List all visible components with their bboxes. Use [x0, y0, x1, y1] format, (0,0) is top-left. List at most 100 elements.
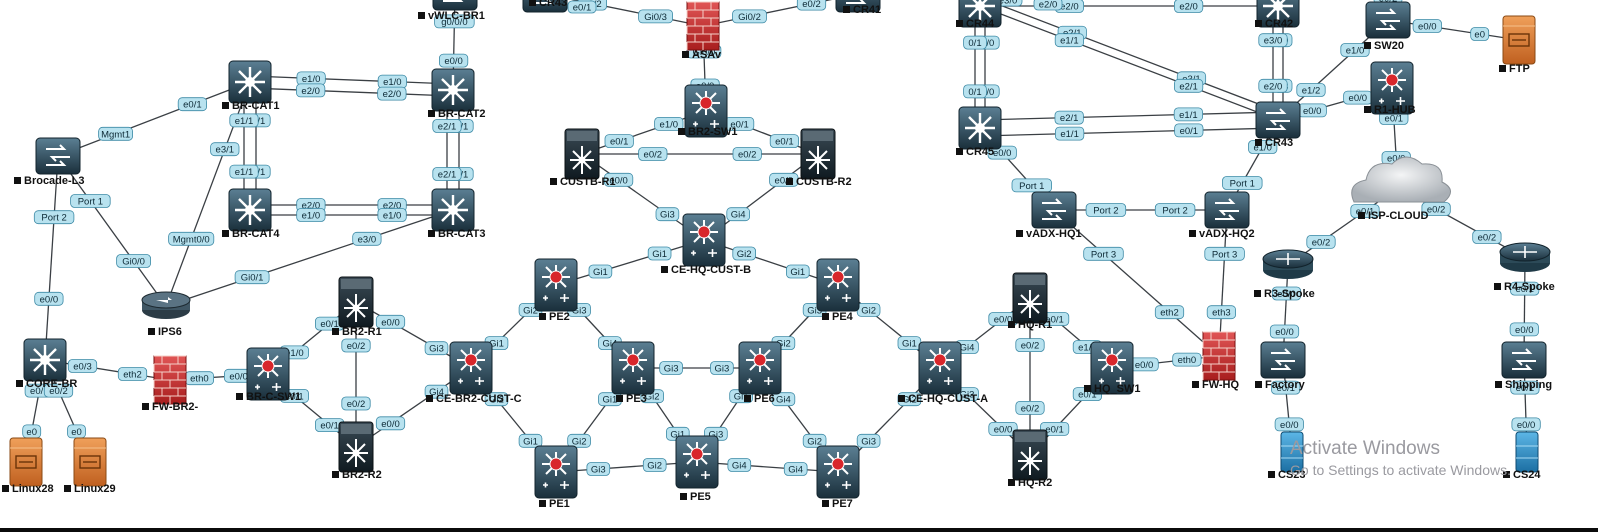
device-r4spoke[interactable]: R4-Spoke [1494, 242, 1555, 293]
device-fwhq[interactable]: FW-HQ [1192, 331, 1239, 391]
device-brcsw[interactable]: BR-C-SW1 [236, 347, 301, 403]
device-fwbr2[interactable]: FW-BR2- [142, 355, 199, 413]
link-brocade-brcat1[interactable] [57, 81, 251, 157]
server-icon [1502, 15, 1536, 65]
device-br2sw1[interactable]: BR2-SW1 [678, 84, 738, 138]
device-cebr2custc[interactable]: CE-BR2-CUST-C [426, 341, 522, 405]
port-label: e0/1 [1174, 123, 1204, 138]
node-status-square [236, 393, 243, 400]
device-label: Brocade-L3 [24, 175, 85, 187]
link-fwhq-vadx1[interactable] [1053, 209, 1220, 357]
node-status-square [1255, 381, 1262, 388]
device-cr41[interactable]: CR41 [835, 0, 881, 16]
device-r3spoke[interactable]: R3-Spoke [1254, 249, 1315, 300]
device-brcat2[interactable]: BR-CAT2 [428, 68, 485, 120]
port-label: Gi4 [783, 462, 808, 476]
link-ips6-brcat3[interactable] [165, 209, 454, 307]
link-brcat1-brcat2[interactable] [249, 87, 453, 97]
link-pe5-pe7[interactable] [696, 461, 839, 473]
link-cehqcustb-pe4[interactable] [703, 239, 839, 286]
device-pe2[interactable]: PE2 [534, 258, 578, 323]
link-asav-cr41[interactable] [702, 0, 858, 27]
device-pe3[interactable]: PE3 [611, 341, 655, 405]
device-cehqcusta[interactable]: CE-HQ-CUST-A [898, 341, 988, 405]
cloud-icon [1351, 156, 1451, 203]
device-label: CR43 [1265, 137, 1293, 149]
device-vadx2[interactable]: vADX-HQ2 [1189, 191, 1255, 240]
device-cs24[interactable]: CS24 [1503, 431, 1541, 481]
device-cs23[interactable]: CS23 [1268, 431, 1306, 481]
link-brocade-ips6[interactable] [57, 155, 167, 307]
nexus-icon [338, 421, 374, 473]
link-cr45-cr43[interactable] [980, 127, 1279, 137]
link-cr44-cr43[interactable] [979, 5, 1279, 121]
port-label-text: e2/1 [438, 122, 457, 133]
link-pe1-pe5[interactable] [555, 461, 698, 473]
device-pe4[interactable]: PE4 [816, 258, 860, 323]
device-custbr1[interactable]: CUSTB-R1 [550, 128, 616, 188]
device-hqr2[interactable]: HQ-R2 [1008, 429, 1052, 489]
device-corebr[interactable]: CORE-BR [16, 338, 77, 390]
port-label: Gi2 [732, 246, 756, 261]
port-label: Gi1 [518, 433, 543, 448]
port-label-text: e0/0 [40, 294, 59, 305]
device-cr43[interactable]: CR43 [1255, 101, 1301, 149]
device-hqr1[interactable]: HQ-R1 [1008, 272, 1052, 331]
device-br2r1[interactable]: BR2-R1 [332, 276, 382, 338]
port-label: e0/0 [1269, 324, 1300, 339]
device-brocade[interactable]: Brocade-L3 [14, 137, 85, 187]
device-label: CE-HQ-CUST-A [908, 393, 988, 405]
device-custbr2[interactable]: CUSTB-R2 [786, 128, 852, 188]
device-cr44[interactable]: CR44 [956, 0, 1002, 30]
device-brcat3[interactable]: BR-CAT3 [428, 188, 485, 240]
device-r1hub[interactable]: R1-HUB [1364, 61, 1416, 116]
port-label-text: e2/1 [1179, 81, 1198, 92]
device-isp[interactable]: ISP-CLOUD [1351, 156, 1451, 222]
device-vadx1[interactable]: vADX-HQ1 [1016, 191, 1082, 240]
device-label: CS24 [1513, 469, 1541, 481]
device-asav[interactable]: ASAv [682, 1, 722, 61]
port-label: eth2 [117, 367, 148, 381]
link-asav-cr43top[interactable] [545, 0, 704, 27]
link-cr45-cr43[interactable] [979, 111, 1278, 121]
device-brcat1[interactable]: BR-CAT1 [222, 60, 279, 112]
device-vwlc[interactable]: vWLC-BR1 [418, 0, 485, 22]
device-pe7[interactable]: PE7 [816, 445, 860, 510]
port-label: e1/1 [229, 164, 259, 179]
port-label-text: e0/2 [1021, 341, 1040, 352]
link-cehqcustb-pe2[interactable] [555, 239, 705, 286]
device-ips6[interactable]: IPS6 [141, 291, 191, 338]
device-pe6[interactable]: PE6 [738, 341, 782, 405]
device-cr42[interactable]: CR42 [1255, 0, 1300, 30]
device-factory[interactable]: Factory [1255, 341, 1306, 391]
device-cr43top[interactable]: CR43 [522, 0, 568, 13]
link-brocade-corebr[interactable] [44, 155, 59, 361]
device-linux29[interactable]: Linux29 [64, 437, 116, 495]
node-status-square [1364, 106, 1371, 113]
device-br2r2[interactable]: BR2-R2 [332, 421, 382, 481]
device-hqsw1[interactable]: HQ_SW1 [1084, 341, 1140, 395]
device-cehqcustb[interactable]: CE-HQ-CUST-B [661, 213, 751, 276]
device-ftp[interactable]: FTP [1499, 15, 1536, 75]
device-cr45[interactable]: CR45 [956, 106, 1002, 158]
device-linux28[interactable]: Linux28 [2, 437, 54, 495]
device-pe1[interactable]: PE1 [534, 445, 578, 510]
device-label: vWLC-BR1 [428, 10, 485, 22]
device-shipping[interactable]: Shipping [1495, 341, 1552, 391]
multilayer-switch-icon [23, 338, 67, 382]
link-cr44-cr43[interactable] [983, 0, 1282, 114]
device-label: FW-BR2- [152, 401, 199, 413]
port-label: e0/1 [1510, 380, 1540, 395]
port-label: e0/0 [1511, 417, 1541, 432]
port-label-text: e0/0 [994, 424, 1013, 435]
device-sw20[interactable]: SW20 [1364, 1, 1411, 52]
link-brcat1-brcat2[interactable] [250, 75, 454, 85]
port-label: e0/0 [34, 291, 64, 306]
device-brcat4[interactable]: BR-CAT4 [222, 188, 280, 240]
device-pe5[interactable]: PE5 [675, 435, 719, 503]
port-label: Gi4 [726, 207, 750, 222]
port-label-text: Gi0/3 [644, 12, 667, 23]
port-label-text: Port 1 [1019, 181, 1044, 192]
multilayer-switch-icon [1256, 0, 1300, 28]
